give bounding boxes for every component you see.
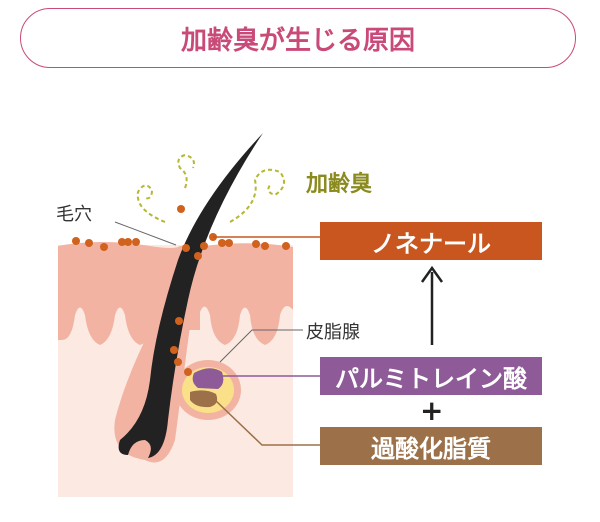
odor-particles [72, 205, 290, 376]
odor-wisps [136, 153, 285, 223]
plus-sign: + [420, 394, 444, 427]
sebaceous-label: 皮脂腺 [306, 322, 360, 343]
lipid-blob [190, 390, 218, 408]
palmitoleic-blob [192, 368, 224, 389]
hair [118, 133, 263, 458]
up-arrow-icon [420, 265, 444, 345]
palmitoleic-acid-box: パルミトレイン酸 [320, 357, 542, 395]
odor-label: 加齢臭 [306, 172, 373, 197]
nonenal-box: ノネナール [320, 222, 542, 260]
pore-label: 毛穴 [56, 204, 92, 225]
lipid-peroxide-box: 過酸化脂質 [320, 427, 542, 465]
leader-lines [114, 221, 303, 363]
page-title: 加齢臭が生じる原因 [20, 8, 576, 68]
